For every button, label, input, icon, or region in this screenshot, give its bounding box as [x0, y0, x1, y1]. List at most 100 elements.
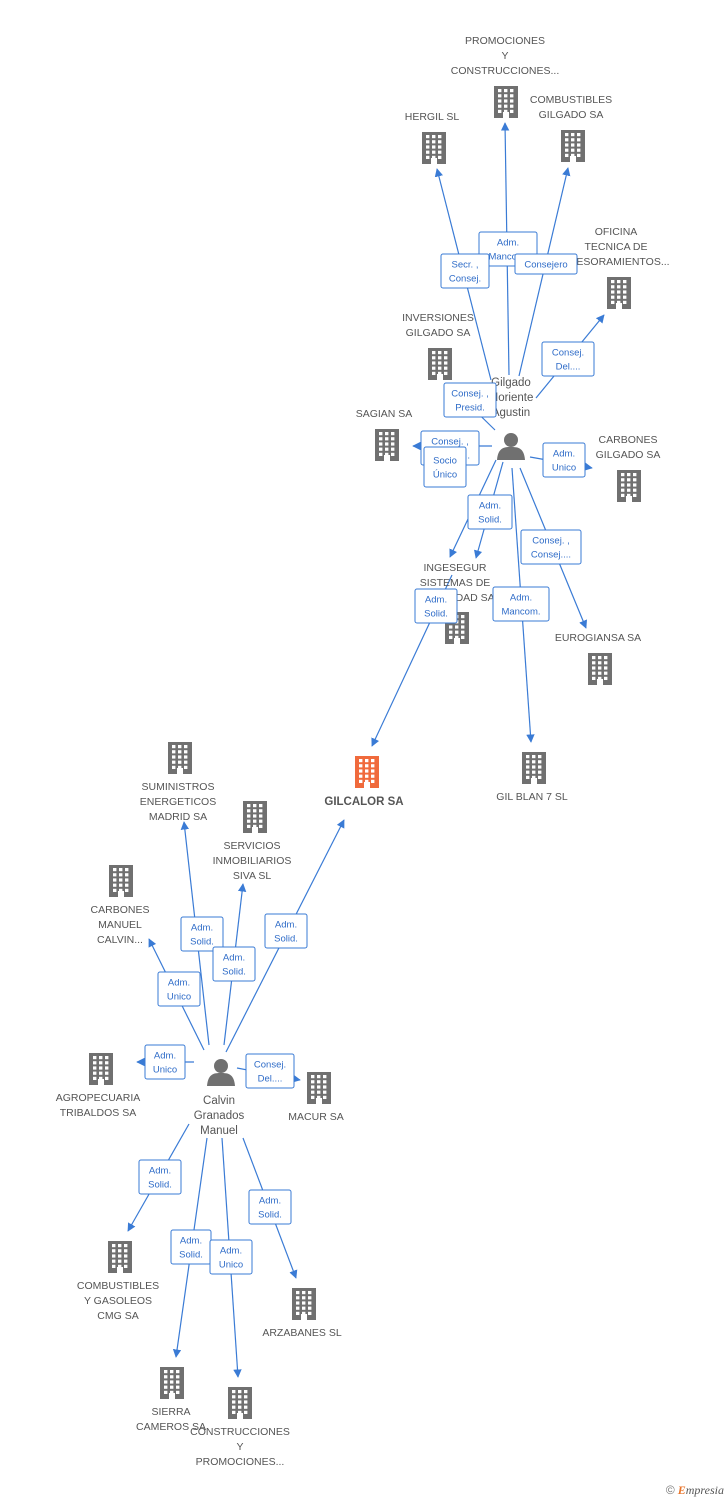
building-icon[interactable] [428, 348, 452, 380]
role-text: Consej. , [532, 536, 570, 547]
role-badge[interactable]: Consej. ,Presid. [443, 382, 497, 418]
building-icon[interactable] [168, 742, 192, 774]
brand-logo: Empresia [677, 1483, 724, 1497]
role-badge[interactable]: Adm.Unico [209, 1239, 253, 1275]
role-text: Consej. [449, 274, 481, 285]
role-badge[interactable]: Adm.Mancom. [492, 586, 550, 622]
role-badge[interactable]: Adm.Unico [157, 971, 201, 1007]
role-badge[interactable]: Consejero [514, 253, 578, 275]
node-label-line: Y [501, 50, 508, 62]
role-badge[interactable]: Adm.Solid. [170, 1229, 212, 1265]
role-text: Consej. [254, 1060, 286, 1071]
role-badge[interactable]: Adm.Solid. [248, 1189, 292, 1225]
role-text: Adm. [259, 1196, 281, 1207]
building-icon[interactable] [89, 1053, 113, 1085]
edges-layer [127, 122, 605, 1378]
role-badge[interactable]: Consej.Del.... [541, 341, 595, 377]
node-label-line: Agustin [492, 407, 530, 419]
node-label-line: GIL BLAN 7 SL [496, 791, 568, 803]
node-label-macur[interactable]: MACUR SA [288, 1111, 343, 1123]
role-badge[interactable]: Consej. Del.... [245, 1053, 295, 1089]
role-text: Consej.... [531, 550, 571, 561]
role-badge[interactable]: Adm.Solid. [138, 1159, 182, 1195]
building-icon[interactable] [422, 132, 446, 164]
building-icon[interactable] [108, 1241, 132, 1273]
building-icon[interactable] [307, 1072, 331, 1104]
role-badge[interactable]: Adm.Unico [144, 1044, 186, 1080]
role-badge[interactable]: Adm.Solid. [212, 946, 256, 982]
role-badge[interactable]: Adm.Solid. [467, 494, 513, 530]
role-text: Solid. [478, 515, 502, 526]
building-icon[interactable] [607, 277, 631, 309]
role-text: Adm. [220, 1246, 242, 1257]
building-icon[interactable] [243, 801, 267, 833]
role-badge[interactable]: Adm.Solid. [264, 913, 308, 949]
node-label-line: COMBUSTIBLES [77, 1280, 159, 1292]
building-icon[interactable] [375, 429, 399, 461]
node-label-line: CONSTRUCCIONES [190, 1426, 290, 1438]
node-label-eurogiansa[interactable]: EUROGIANSA SA [555, 632, 641, 644]
person-icon[interactable] [207, 1059, 235, 1086]
building-icon[interactable] [561, 130, 585, 162]
building-icon[interactable] [522, 752, 546, 784]
node-label-line: CAMEROS SA [136, 1421, 206, 1433]
building-icon[interactable] [617, 470, 641, 502]
node-label-arzabanes[interactable]: ARZABANES SL [262, 1327, 342, 1339]
building-icon[interactable] [292, 1288, 316, 1320]
node-label-line: SIERRA [151, 1406, 190, 1418]
role-text: Adm. [497, 238, 519, 249]
role-text: Adm. [180, 1236, 202, 1247]
node-label-sagian[interactable]: SAGIAN SA [356, 408, 413, 420]
node-label-line: SIVA SL [233, 870, 271, 882]
role-badge[interactable]: Consej. , Consej.... [520, 529, 582, 565]
role-text: Del.... [258, 1074, 283, 1085]
building-icon[interactable] [355, 756, 379, 788]
role-text: Unico [153, 1065, 177, 1076]
node-label-line: CONSTRUCCIONES... [451, 65, 560, 77]
node-label-sierra[interactable]: SIERRA CAMEROS SA [136, 1406, 206, 1433]
role-badge[interactable]: Adm.Unico [542, 442, 586, 478]
node-label-line: SUMINISTROS [142, 781, 215, 793]
node-label-line: MACUR SA [288, 1111, 343, 1123]
node-label-line: ASESORAMIENTOS... [562, 256, 669, 268]
node-label-line: SERVICIOS [224, 840, 281, 852]
role-badge[interactable]: Adm.Solid. [414, 588, 458, 624]
brand-footer: ©Empresia [666, 1483, 724, 1498]
node-label-line: CARBONES [91, 904, 150, 916]
node-label-line: CALVIN... [97, 934, 143, 946]
node-label-hergil[interactable]: HERGIL SL [405, 111, 460, 123]
role-text: Solid. [222, 967, 246, 978]
role-text: Unico [552, 463, 576, 474]
building-icon[interactable] [588, 653, 612, 685]
building-icon[interactable] [109, 865, 133, 897]
node-label-line: Calvin [203, 1095, 235, 1107]
role-text: Adm. [191, 923, 213, 934]
building-icon[interactable] [228, 1387, 252, 1419]
copyright-symbol: © [665, 1483, 675, 1497]
node-label-line: COMBUSTIBLES [530, 94, 612, 106]
role-badge[interactable]: Secr. ,Consej. [440, 253, 490, 289]
person-icon[interactable] [497, 433, 525, 460]
building-icon[interactable] [494, 86, 518, 118]
building-icon[interactable] [160, 1367, 184, 1399]
node-label-line: EUROGIANSA SA [555, 632, 641, 644]
role-text: Consejero [524, 260, 567, 271]
node-label-gilcalor[interactable]: GILCALOR SA [324, 796, 403, 808]
node-label-gilblan[interactable]: GIL BLAN 7 SL [496, 791, 568, 803]
role-badge[interactable]: Adm.Solid. [180, 916, 224, 952]
